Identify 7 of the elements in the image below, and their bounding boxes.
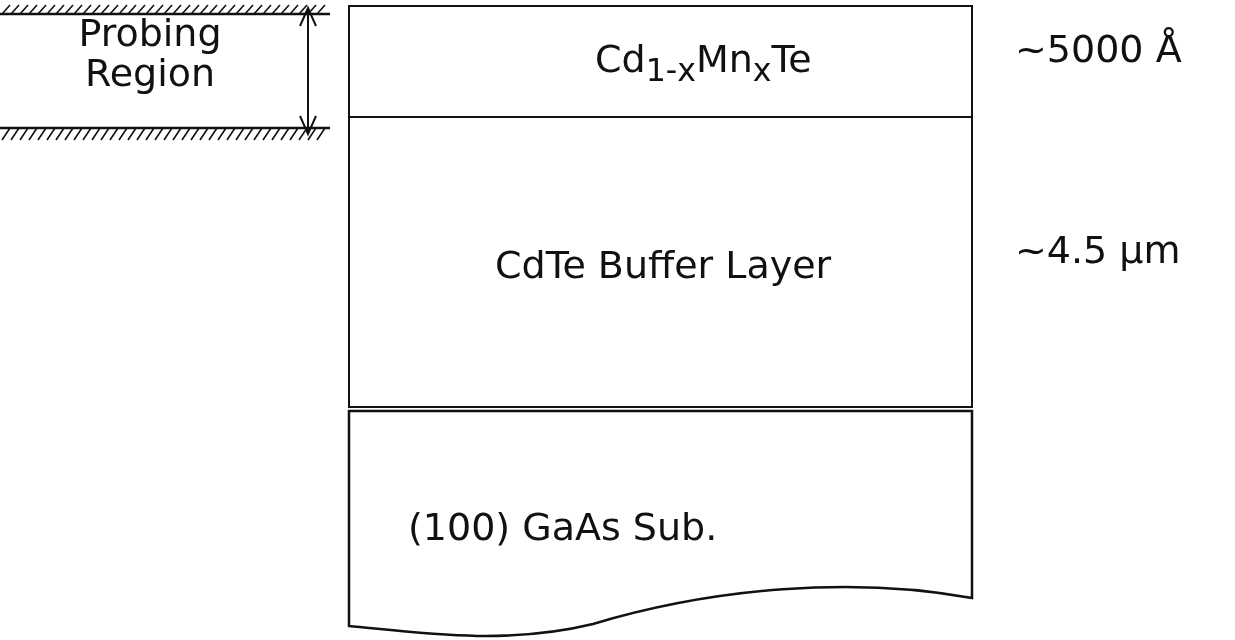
thickness-label: ~5000 Å xyxy=(1015,27,1182,71)
layer-label: Cd$_{1-x}$Mn$_{x}$Te xyxy=(595,37,812,88)
layer-label: (100) GaAs Sub. xyxy=(408,505,718,549)
layer-box xyxy=(348,410,973,638)
region-label: Probing Region xyxy=(77,14,223,94)
layer-label: CdTe Buffer Layer xyxy=(495,242,832,287)
thickness-label: ~4.5 µm xyxy=(1015,227,1181,272)
